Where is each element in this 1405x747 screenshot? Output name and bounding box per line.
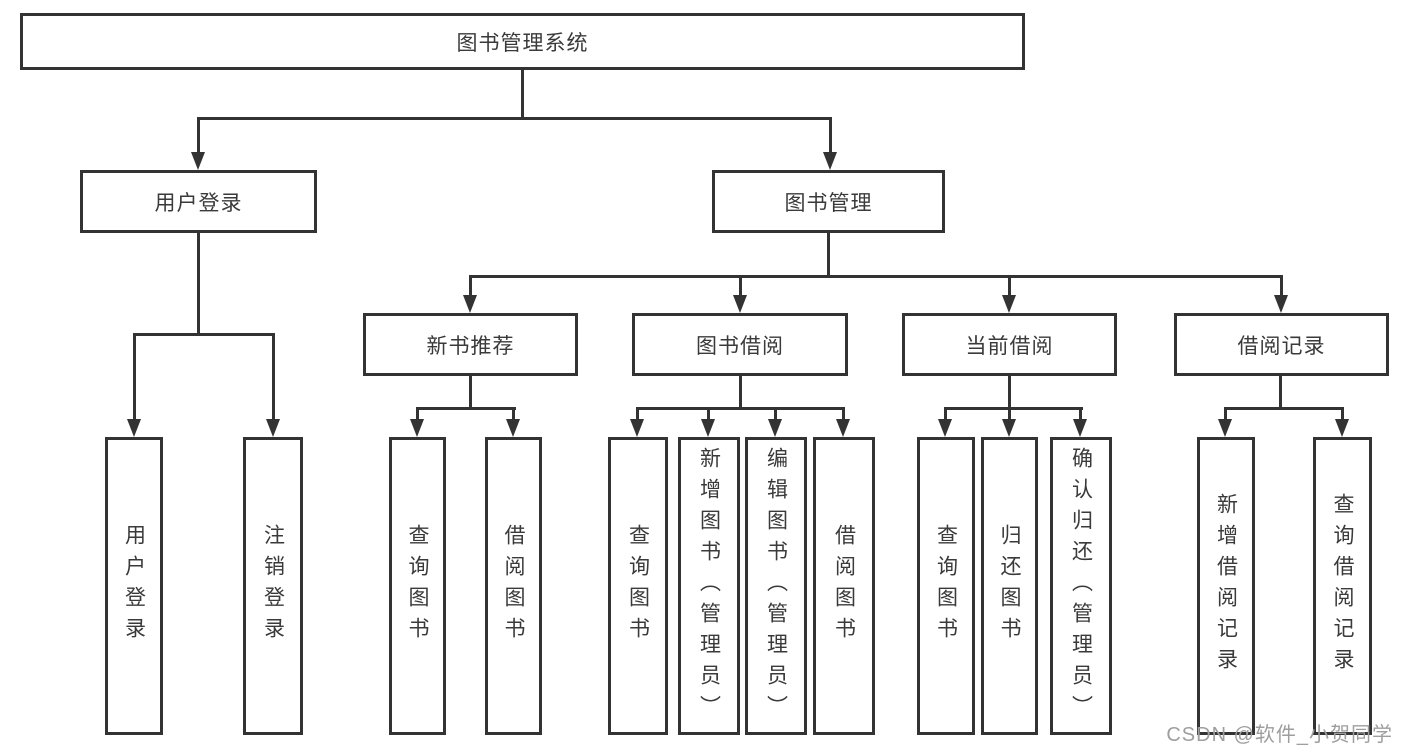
arrow-down-icon (1218, 419, 1232, 437)
node-label: 查询图书 (626, 524, 650, 648)
edge-line (1224, 407, 1344, 410)
edge-line (944, 407, 947, 423)
edge-line (469, 375, 472, 410)
edge-line (829, 117, 832, 155)
node-label: 用户登录 (154, 191, 243, 215)
leaf-borrow-books: 借阅图书 (813, 437, 875, 735)
arrow-down-icon (1274, 295, 1288, 313)
arrow-down-icon (410, 419, 424, 437)
edge-line (739, 275, 742, 300)
node-library-management-system: 图书管理系统 (20, 13, 1025, 70)
edge-line (133, 333, 136, 423)
edge-line (512, 407, 515, 423)
leaf-query-books-recommend: 查询图书 (389, 437, 446, 735)
node-label: 新书推荐 (426, 334, 515, 358)
edge-line (827, 233, 830, 275)
edge-line (1280, 275, 1283, 300)
edge-line (1008, 275, 1011, 300)
arrow-down-icon (127, 419, 141, 437)
node-user-login-branch: 用户登录 (80, 170, 317, 233)
edge-line (133, 333, 275, 336)
node-borrowing-records: 借阅记录 (1174, 313, 1389, 376)
edge-line (636, 407, 639, 423)
edge-line (416, 407, 516, 410)
leaf-edit-books-admin: 编辑图书（管理员） (745, 437, 807, 735)
node-label: 图书管理系统 (456, 31, 589, 55)
edge-line (469, 275, 1283, 278)
node-label: 图书借阅 (696, 334, 784, 358)
edge-line (1008, 375, 1011, 410)
leaf-query-books-current: 查询图书 (917, 437, 975, 735)
node-label: 新增借阅记录 (1214, 493, 1238, 679)
arrow-down-icon (1073, 419, 1087, 437)
node-current-borrowing: 当前借阅 (902, 313, 1117, 376)
arrow-down-icon (938, 419, 952, 437)
edge-line (272, 333, 275, 423)
leaf-add-books-admin: 新增图书（管理员） (678, 437, 740, 735)
edge-line (469, 275, 472, 300)
node-book-management-branch: 图书管理 (712, 170, 945, 233)
edge-line (944, 407, 1083, 410)
edge-line (1224, 407, 1227, 423)
node-label: 查询图书 (406, 524, 429, 648)
edge-line (774, 407, 777, 423)
edge-line (637, 407, 845, 410)
edge-line (1341, 407, 1344, 423)
node-label: 用户登录 (122, 524, 146, 648)
arrow-down-icon (823, 152, 837, 170)
leaf-logout: 注销登录 (243, 437, 303, 735)
edge-line (197, 233, 200, 333)
node-label: 编辑图书（管理员） (764, 446, 788, 726)
node-new-book-recommend: 新书推荐 (363, 313, 578, 376)
leaf-add-borrow-record: 新增借阅记录 (1197, 437, 1255, 735)
edge-line (521, 70, 524, 118)
edge-line (707, 407, 710, 423)
arrow-down-icon (836, 419, 850, 437)
node-label: 图书管理 (784, 191, 873, 215)
edge-line (416, 407, 419, 423)
node-label: 借阅图书 (502, 524, 525, 648)
node-label: 借阅记录 (1237, 334, 1326, 358)
edge-line (1008, 407, 1011, 423)
node-label: 查询图书 (934, 524, 958, 648)
leaf-user-login: 用户登录 (105, 437, 163, 735)
arrow-down-icon (701, 419, 715, 437)
arrow-down-icon (630, 419, 644, 437)
node-label: 归还图书 (998, 524, 1021, 648)
leaf-query-books-borrowing: 查询图书 (608, 437, 668, 735)
leaf-borrow-books-recommend: 借阅图书 (485, 437, 542, 735)
arrow-down-icon (733, 295, 747, 313)
node-label: 注销登录 (261, 524, 285, 648)
edge-line (197, 117, 832, 120)
edge-line (739, 375, 742, 410)
node-label: 新增图书（管理员） (697, 446, 721, 726)
leaf-query-borrow-record: 查询借阅记录 (1313, 437, 1372, 735)
edge-line (1079, 407, 1082, 423)
arrow-down-icon (463, 295, 477, 313)
arrow-down-icon (266, 419, 280, 437)
node-label: 当前借阅 (965, 334, 1054, 358)
arrow-down-icon (1002, 295, 1016, 313)
csdn-watermark: CSDN @软件_小贺同学 (1166, 724, 1393, 746)
arrow-down-icon (768, 419, 782, 437)
node-book-borrowing: 图书借阅 (632, 313, 848, 376)
node-label: 查询借阅记录 (1331, 493, 1354, 679)
arrow-down-icon (1002, 419, 1016, 437)
edge-line (1279, 375, 1282, 410)
node-label: 确认归还（管理员） (1069, 446, 1093, 726)
edge-line (197, 117, 200, 155)
node-label: 借阅图书 (832, 524, 856, 648)
arrow-down-icon (1335, 419, 1349, 437)
edge-line (842, 407, 845, 423)
arrow-down-icon (191, 152, 205, 170)
leaf-confirm-return-admin: 确认归还（管理员） (1050, 437, 1112, 735)
arrow-down-icon (506, 419, 520, 437)
leaf-return-books: 归还图书 (981, 437, 1038, 735)
